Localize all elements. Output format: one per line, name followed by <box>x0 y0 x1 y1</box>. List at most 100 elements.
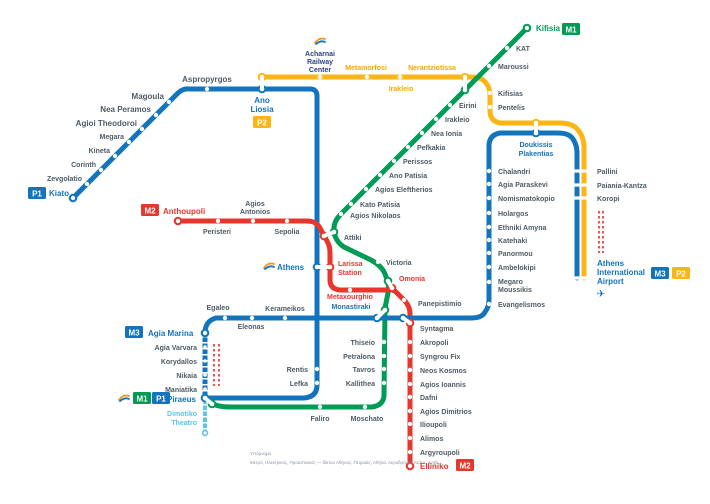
station-label: Nikaia <box>176 373 197 380</box>
transfer-ring-inner <box>533 130 539 136</box>
station-label: Kerameikos <box>265 306 305 313</box>
station-dot <box>391 158 397 164</box>
line-badge-p1 <box>152 392 170 404</box>
station-dot <box>487 90 493 96</box>
station-label: Kallithea <box>346 381 375 388</box>
transfer-ring-inner <box>400 315 406 321</box>
station-dot <box>317 74 323 80</box>
station-label: Panormou <box>498 251 533 258</box>
terminal-ring-inner <box>70 195 76 201</box>
station-label: Koropi <box>597 196 620 203</box>
station-label: Katehaki <box>498 238 527 245</box>
station-dot <box>381 366 387 372</box>
station-label: Maroussi <box>498 64 529 71</box>
station-dot <box>419 130 425 136</box>
station-label: Omonia <box>399 276 425 283</box>
station-dot <box>375 259 381 265</box>
station-dot <box>249 315 255 321</box>
station-label: Panepistimio <box>418 301 462 308</box>
station-dot <box>139 126 145 132</box>
line-m3-blue <box>202 130 580 336</box>
station-dot <box>112 153 118 159</box>
station-dot <box>486 210 492 216</box>
footer-note: Μετρό, Ηλεκτρικός, Προαστιακός — δίκτυο … <box>250 459 439 465</box>
station-dot <box>203 387 207 391</box>
station-label: Sepolia <box>275 229 300 236</box>
station-dot <box>407 381 413 387</box>
station-label: Agia Varvara <box>155 345 198 352</box>
railway-icon <box>314 37 326 44</box>
line-badge-label: M1 <box>565 26 577 35</box>
railway-icon <box>315 40 326 45</box>
station-label: Paiania-Kantza <box>597 183 647 190</box>
terminal-ring-inner <box>202 330 208 336</box>
station-dot <box>486 181 492 187</box>
station-dot <box>486 301 492 307</box>
station-label: Ano Patisia <box>389 173 427 180</box>
station-label: Faliro <box>310 416 329 423</box>
station-label: Evangelismos <box>498 302 545 309</box>
station-dot <box>317 404 323 410</box>
station-dot <box>504 45 510 51</box>
railway-icon <box>119 397 130 402</box>
station-label: Irakleio <box>445 117 470 124</box>
station-label: Agios Nikolaos <box>350 213 401 220</box>
station-label: Agia Marina <box>148 329 194 338</box>
station-dot <box>314 380 320 386</box>
station-dot <box>84 181 90 187</box>
station-label: Rentis <box>287 367 309 374</box>
station-label: Kifisia <box>536 24 561 33</box>
station-label: Chalandri <box>498 169 530 176</box>
station-dot <box>486 237 492 243</box>
station-dot <box>364 74 370 80</box>
station-label: Agios Eleftherios <box>375 187 433 194</box>
station-dot <box>486 279 492 285</box>
station-label: Argyroupoli <box>420 450 460 457</box>
station-label: Akropoli <box>420 340 448 347</box>
station-label: Egaleo <box>207 305 230 312</box>
station-label: Agios Dimitrios <box>420 409 472 416</box>
station-label: Pallini <box>597 169 618 176</box>
station-label: Nea Ionia <box>431 131 462 138</box>
station-label: Nea Peramos <box>100 105 151 114</box>
station-label: Pefkakia <box>417 145 446 152</box>
line-badge-m3 <box>125 326 143 338</box>
station-label: Syntagma <box>420 326 454 333</box>
station-dot <box>381 380 387 386</box>
line-badge-m2 <box>456 459 474 471</box>
station-dot <box>250 218 256 224</box>
station-label: Perissos <box>403 159 432 166</box>
station-label: Maniatika <box>165 387 197 394</box>
line-badge-label: M2 <box>459 462 471 471</box>
station-label: Nerantziotissa <box>408 65 456 72</box>
line-p1-suburban <box>70 86 320 401</box>
railway-icon <box>118 394 130 401</box>
transfer-ring-inner <box>462 74 468 80</box>
transfer-ring-inner <box>331 229 337 235</box>
station-dot <box>153 112 159 118</box>
station-dot <box>407 367 413 373</box>
station-dot <box>486 264 492 270</box>
line-badge-p2 <box>672 267 690 279</box>
airplane-icon: ✈ <box>597 289 605 300</box>
transfer-ring-inner <box>314 264 320 270</box>
station-label: Thiseio <box>350 340 375 347</box>
station-dot <box>407 394 413 400</box>
station-dot <box>314 366 320 372</box>
station-dot <box>282 315 288 321</box>
line-badge-p1 <box>28 187 46 199</box>
station-label: Nomismatokopio <box>498 196 555 203</box>
station-label: Ethniki Amyna <box>498 225 546 232</box>
station-label: Agios Ioannis <box>420 382 466 389</box>
station-label: Eleonas <box>238 324 265 331</box>
station-label: Piraeus <box>167 395 196 404</box>
station-dot <box>486 63 492 69</box>
terminal-ring-inner <box>203 431 207 435</box>
station-dot <box>433 116 439 122</box>
station-dot <box>447 102 453 108</box>
station-label: Neos Kosmos <box>420 368 467 375</box>
